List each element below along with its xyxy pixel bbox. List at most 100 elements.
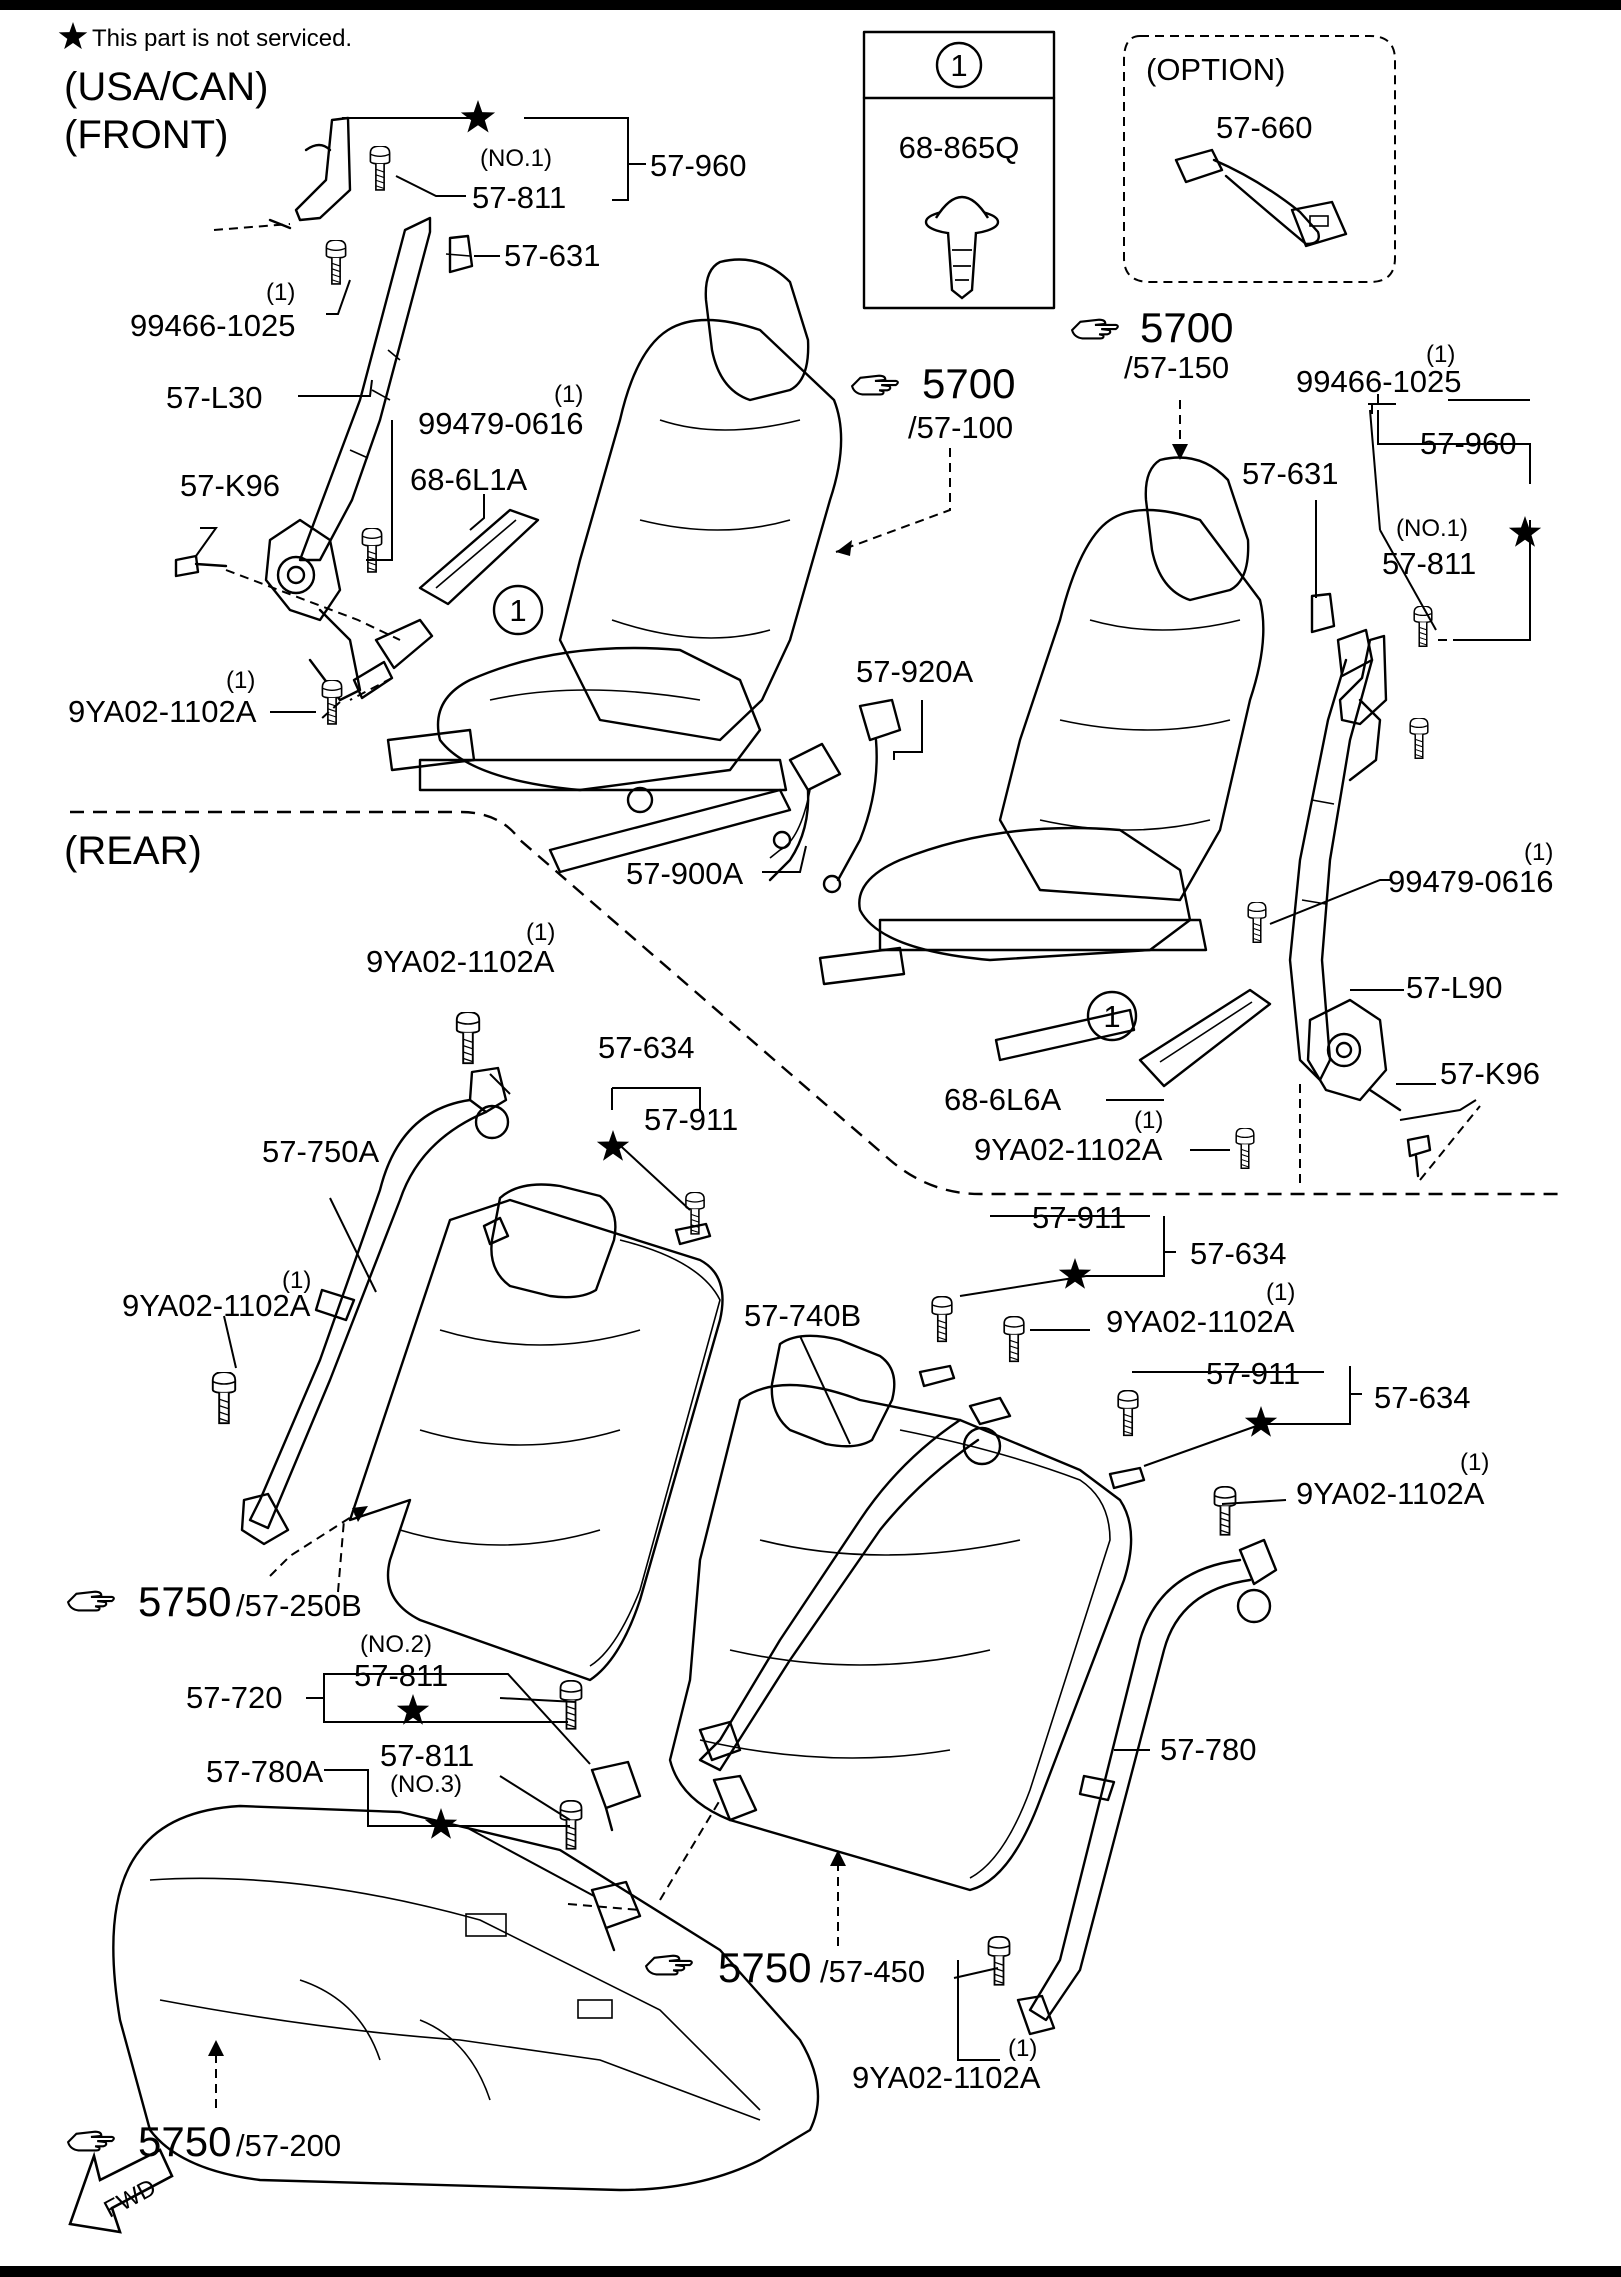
label-57-911: 57-911 [1206, 1356, 1300, 1391]
label-68-6l1a: 68-6L1A [410, 462, 528, 497]
callout-1-text: 1 [509, 593, 526, 628]
pointing-hand-icon [1070, 318, 1119, 340]
label-no1: (NO.1) [480, 145, 552, 172]
callout-1-circle: 1 [492, 584, 544, 636]
label-57-631: 57-631 [504, 238, 601, 273]
ref-arrow-rear-dash [659, 1799, 721, 1901]
label-57-l30: 57-L30 [166, 380, 263, 415]
buckle-extender-icon [1174, 148, 1348, 248]
label-9ya02-1102a: 9YA02-1102A [1106, 1304, 1295, 1339]
legend-part-number: 68-865Q [899, 130, 1020, 165]
bolt-icon [931, 1296, 953, 1343]
market-heading: (USA/CAN) [64, 65, 268, 109]
label-57-780a: 57-780A [206, 1754, 324, 1789]
pointing-hand-icon [850, 374, 899, 396]
front-seatbelt-wire [769, 789, 811, 859]
bolt-icon [325, 240, 347, 285]
label-9ya02-1102a: 9YA02-1102A [852, 2060, 1041, 2095]
option-box: (OPTION) 57-660 [1123, 35, 1396, 283]
bottom-border [0, 2266, 1621, 2277]
rear-center-guide-clip [918, 1364, 1146, 1490]
label-57-720: 57-720 [186, 1680, 283, 1715]
bolt-icon [1413, 606, 1433, 648]
front-right-guide-clip [1310, 592, 1336, 634]
clip-fastener-icon [924, 195, 1000, 300]
arrowhead-icon [836, 540, 852, 556]
bolt-icon [211, 1372, 237, 1425]
rear-center-seatbelt [698, 1418, 980, 1822]
label-57-k96: 57-K96 [180, 468, 280, 503]
label-57-811: 57-811 [354, 1658, 448, 1693]
star-icon [1508, 516, 1542, 547]
leader-lines [195, 117, 1531, 2061]
front-right-trim-cover [1138, 988, 1272, 1088]
top-border [0, 0, 1621, 10]
callout-1-text: 1 [1103, 999, 1120, 1034]
front-left-seatbelt-assembly [264, 116, 434, 702]
rear-left-seatbelt-assembly [240, 1066, 510, 1546]
ref-5700b-sub: /57-150 [1124, 350, 1229, 385]
bolt-icon [987, 1936, 1011, 1986]
bolt-icon [1213, 1486, 1237, 1536]
star-icon [396, 1694, 430, 1725]
label-57-631: 57-631 [1242, 456, 1339, 491]
label-qty-1: (1) [554, 381, 583, 408]
ref-5700a-sub: /57-100 [908, 410, 1013, 445]
label-no2: (NO.2) [360, 1631, 432, 1658]
label-57-634: 57-634 [598, 1030, 695, 1065]
label-qty-1: (1) [1008, 2035, 1037, 2062]
not-serviced-note: This part is not serviced. [92, 25, 352, 52]
rear-right-seatback [668, 1334, 1133, 1892]
ref-5700b-page: 5700 [1140, 304, 1233, 351]
ref-5700a-page: 5700 [922, 360, 1015, 407]
label-qty-1: (1) [1460, 1449, 1489, 1476]
label-57-911: 57-911 [1032, 1200, 1126, 1235]
label-57-920a: 57-920A [856, 654, 974, 689]
label-57-634: 57-634 [1190, 1236, 1287, 1271]
ref-5750c-page: 5750 [138, 2118, 231, 2165]
option-part-number: 57-660 [1216, 110, 1313, 145]
label-9ya02-1102a: 9YA02-1102A [974, 1132, 1163, 1167]
star-icon [1244, 1406, 1278, 1437]
star-icon [58, 22, 88, 50]
ref-5750a-sub: /57-250B [236, 1588, 362, 1623]
front-heading: (FRONT) [64, 113, 228, 157]
label-99466-1025: 99466-1025 [1296, 364, 1462, 399]
rear-buckle-780a [590, 1880, 642, 1952]
label-57-l90: 57-L90 [1406, 970, 1503, 1005]
label-qty-1: (1) [526, 919, 555, 946]
ref-arrow-5700a [835, 448, 951, 553]
label-9ya02-1102a: 9YA02-1102A [1296, 1476, 1485, 1511]
rear-seat-cushion [112, 1804, 820, 2192]
label-57-780: 57-780 [1160, 1732, 1257, 1767]
legend-ref-number: 1 [950, 48, 967, 83]
label-no1: (NO.1) [1396, 515, 1468, 542]
forward-arrow: FWD [68, 2148, 174, 2234]
front-rear-separator [70, 810, 1560, 1196]
pointing-hand-icon [66, 1590, 115, 1612]
label-qty-1: (1) [226, 667, 255, 694]
arrowhead-icon [208, 2040, 224, 2056]
label-99479-0616: 99479-0616 [1388, 864, 1554, 899]
ref-5750b-page: 5750 [718, 1944, 811, 1991]
arrowhead-icon [1172, 444, 1188, 460]
label-57-634: 57-634 [1374, 1380, 1471, 1415]
label-57-900a: 57-900A [626, 856, 744, 891]
label-99479-0616: 99479-0616 [418, 406, 584, 441]
rear-left-seatback [348, 1183, 724, 1682]
label-57-740b: 57-740B [744, 1298, 861, 1333]
label-qty-1: (1) [1524, 839, 1553, 866]
arrowhead-icon [830, 1850, 846, 1866]
pointing-hand-icon [644, 1954, 693, 1976]
ref-5750b-sub: /57-450 [820, 1954, 925, 1989]
label-57-960: 57-960 [650, 148, 747, 183]
callout-1-circle: 1 [1086, 990, 1138, 1042]
bolt-icon [1117, 1390, 1139, 1437]
label-no3: (NO.3) [390, 1771, 462, 1798]
label-68-6l6a: 68-6L6A [944, 1082, 1062, 1117]
bolt-icon [361, 528, 383, 573]
label-57-811: 57-811 [472, 180, 566, 215]
rear-right-seatbelt-assembly [1016, 1538, 1278, 2036]
label-qty-1: (1) [1134, 1107, 1163, 1134]
